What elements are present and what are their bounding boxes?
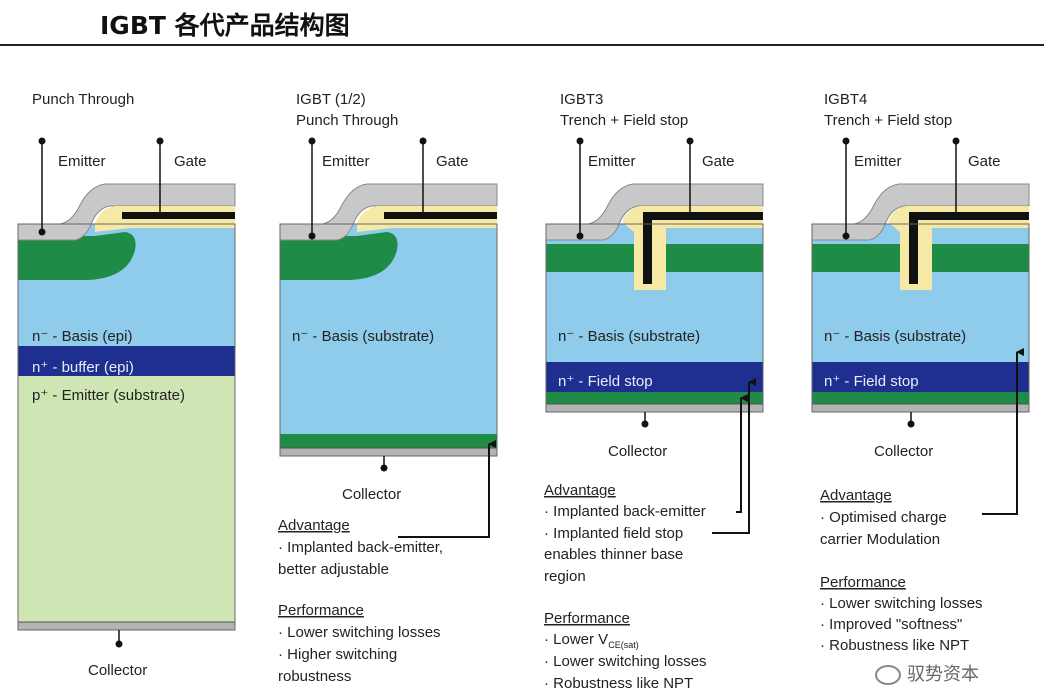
panel-punch-through: Punch Through Emitter Gate n⁻ - Basis (e… xyxy=(17,91,236,679)
panel3-advantage-title: Advantage xyxy=(544,482,616,499)
panel1-layer-p-substrate: p⁺ - Emitter (substrate) xyxy=(32,387,185,404)
panel4-gate-label: Gate xyxy=(968,153,1001,170)
watermark: 驭势资本 xyxy=(875,660,979,686)
panel1-n-buffer-layer xyxy=(18,346,235,376)
panel3-advantage-4: region xyxy=(544,568,586,585)
panel3-emitter-contact xyxy=(576,232,584,240)
panel4-performance-title: Performance xyxy=(820,574,906,591)
panel3-heading-2: Trench + Field stop xyxy=(560,112,688,129)
panel2-collector-metal xyxy=(279,447,498,457)
panel4-collector-terminal xyxy=(907,420,915,428)
panel2-performance-2: · Higher switching xyxy=(278,646,397,663)
panel3-outline xyxy=(545,223,764,413)
panel4-trench-gate xyxy=(909,212,918,284)
panel4-emitter-label: Emitter xyxy=(854,153,902,170)
panel3-performance-2: · Lower switching losses xyxy=(544,653,707,670)
panel1-gate-label: Gate xyxy=(174,153,207,170)
panel1-p-well xyxy=(18,232,136,280)
panel2-layer-n-basis: n⁻ - Basis (substrate) xyxy=(292,328,434,345)
panel2-gate-electrode xyxy=(384,212,497,219)
panel4-outline xyxy=(811,223,1030,413)
wechat-icon xyxy=(875,665,901,685)
panel2-emitter-label: Emitter xyxy=(322,153,370,170)
panel4-trench-oxide xyxy=(888,206,1029,290)
panel3-performance-1: · Lower VCE(sat) xyxy=(544,631,639,650)
panel3-performance-title: Performance xyxy=(544,610,630,627)
title-rule xyxy=(0,44,1044,46)
panel2-performance-title: Performance xyxy=(278,602,364,619)
panel4-advantage-arrow xyxy=(982,348,1024,515)
panel3-gate-electrode-top xyxy=(643,212,763,220)
panel3-layer-n-basis: n⁻ - Basis (substrate) xyxy=(558,328,700,345)
panel2-gate-label: Gate xyxy=(436,153,469,170)
panel3-advantage-3: enables thinner base xyxy=(544,546,683,563)
panel3-field-stop-arrow xyxy=(712,378,756,534)
panel4-heading-1: IGBT4 xyxy=(824,91,867,108)
panel-igbt12: IGBT (1/2) Punch Through Emitter Gate n⁻… xyxy=(278,91,498,685)
panel2-heading-2: Punch Through xyxy=(296,112,398,129)
panel4-performance-2: · Improved "softness" xyxy=(820,616,962,633)
panel4-emitter-contact xyxy=(842,232,850,240)
panel4-collector-label: Collector xyxy=(874,443,933,460)
panel3-trench-oxide xyxy=(622,206,763,290)
panel4-collector-metal xyxy=(811,403,1030,413)
panel2-collector-terminal xyxy=(380,464,388,472)
panel2-heading-1: IGBT (1/2) xyxy=(296,91,366,108)
panel3-layer-field-stop: n⁺ - Field stop xyxy=(558,373,653,390)
panel4-performance-3: · Robustness like NPT xyxy=(820,637,969,654)
panel1-emitter-contact xyxy=(38,228,46,236)
panel4-performance-1: · Lower switching losses xyxy=(820,595,983,612)
panel3-gate-label: Gate xyxy=(702,153,735,170)
page-title: IGBT 各代产品结构图 xyxy=(100,11,350,40)
panel3-p-back-emitter xyxy=(546,392,763,404)
panel4-advantage-2: carrier Modulation xyxy=(820,531,940,548)
panel3-field-stop-layer xyxy=(546,362,763,392)
panel-igbt4: IGBT4 Trench + Field stop Emitter Gate n… xyxy=(811,91,1030,654)
panel3-performance-3: · Robustness like NPT xyxy=(544,675,693,692)
panel2-performance-1: · Lower switching losses xyxy=(278,624,441,641)
panel1-heading-1: Punch Through xyxy=(32,91,134,108)
panel1-gate-electrode xyxy=(122,212,235,219)
panel1-p-substrate-layer xyxy=(18,376,235,622)
panel2-p-back-emitter xyxy=(280,434,497,448)
panel-igbt3: IGBT3 Trench + Field stop Emitter Gate n… xyxy=(544,91,764,692)
panel3-advantage-1: · Implanted back-emitter xyxy=(544,503,706,520)
panel2-advantage-2: better adjustable xyxy=(278,561,389,578)
panel3-collector-terminal xyxy=(641,420,649,428)
panel1-layer-n-basis: n⁻ - Basis (epi) xyxy=(32,328,132,345)
panel2-emitter-contact xyxy=(308,232,316,240)
panel3-trench-gate xyxy=(643,212,652,284)
panel3-back-emitter-arrow xyxy=(736,394,748,513)
panel2-performance-3: robustness xyxy=(278,668,351,685)
panel4-heading-2: Trench + Field stop xyxy=(824,112,952,129)
panel3-advantage-2: · Implanted field stop xyxy=(544,525,683,542)
panel1-collector-metal xyxy=(17,621,236,631)
panel4-advantage-title: Advantage xyxy=(820,487,892,504)
panel4-advantage-1: · Optimised charge xyxy=(820,509,947,526)
panel2-advantage-1: · Implanted back-emitter, xyxy=(278,539,443,556)
panel3-emitter-label: Emitter xyxy=(588,153,636,170)
panel1-emitter-label: Emitter xyxy=(58,153,106,170)
panel1-outline xyxy=(17,223,236,631)
panel1-collector-label: Collector xyxy=(88,662,147,679)
panel3-collector-metal xyxy=(545,403,764,413)
panel1-layer-n-buffer: n⁺ - buffer (epi) xyxy=(32,359,134,376)
panel4-layer-n-basis: n⁻ - Basis (substrate) xyxy=(824,328,966,345)
panel2-collector-label: Collector xyxy=(342,486,401,503)
panel2-advantage-title: Advantage xyxy=(278,517,350,534)
watermark-text: 驭势资本 xyxy=(907,664,979,685)
panel4-layer-field-stop: n⁺ - Field stop xyxy=(824,373,919,390)
panel2-outline xyxy=(279,223,498,457)
panel4-field-stop-layer xyxy=(812,362,1029,392)
panel2-p-well xyxy=(280,232,398,280)
panel3-collector-label: Collector xyxy=(608,443,667,460)
panel1-collector-terminal xyxy=(115,640,123,648)
panel4-p-back-emitter xyxy=(812,392,1029,404)
panel3-heading-1: IGBT3 xyxy=(560,91,603,108)
panel4-gate-electrode-top xyxy=(909,212,1029,220)
panel2-advantage-arrow xyxy=(398,440,496,538)
